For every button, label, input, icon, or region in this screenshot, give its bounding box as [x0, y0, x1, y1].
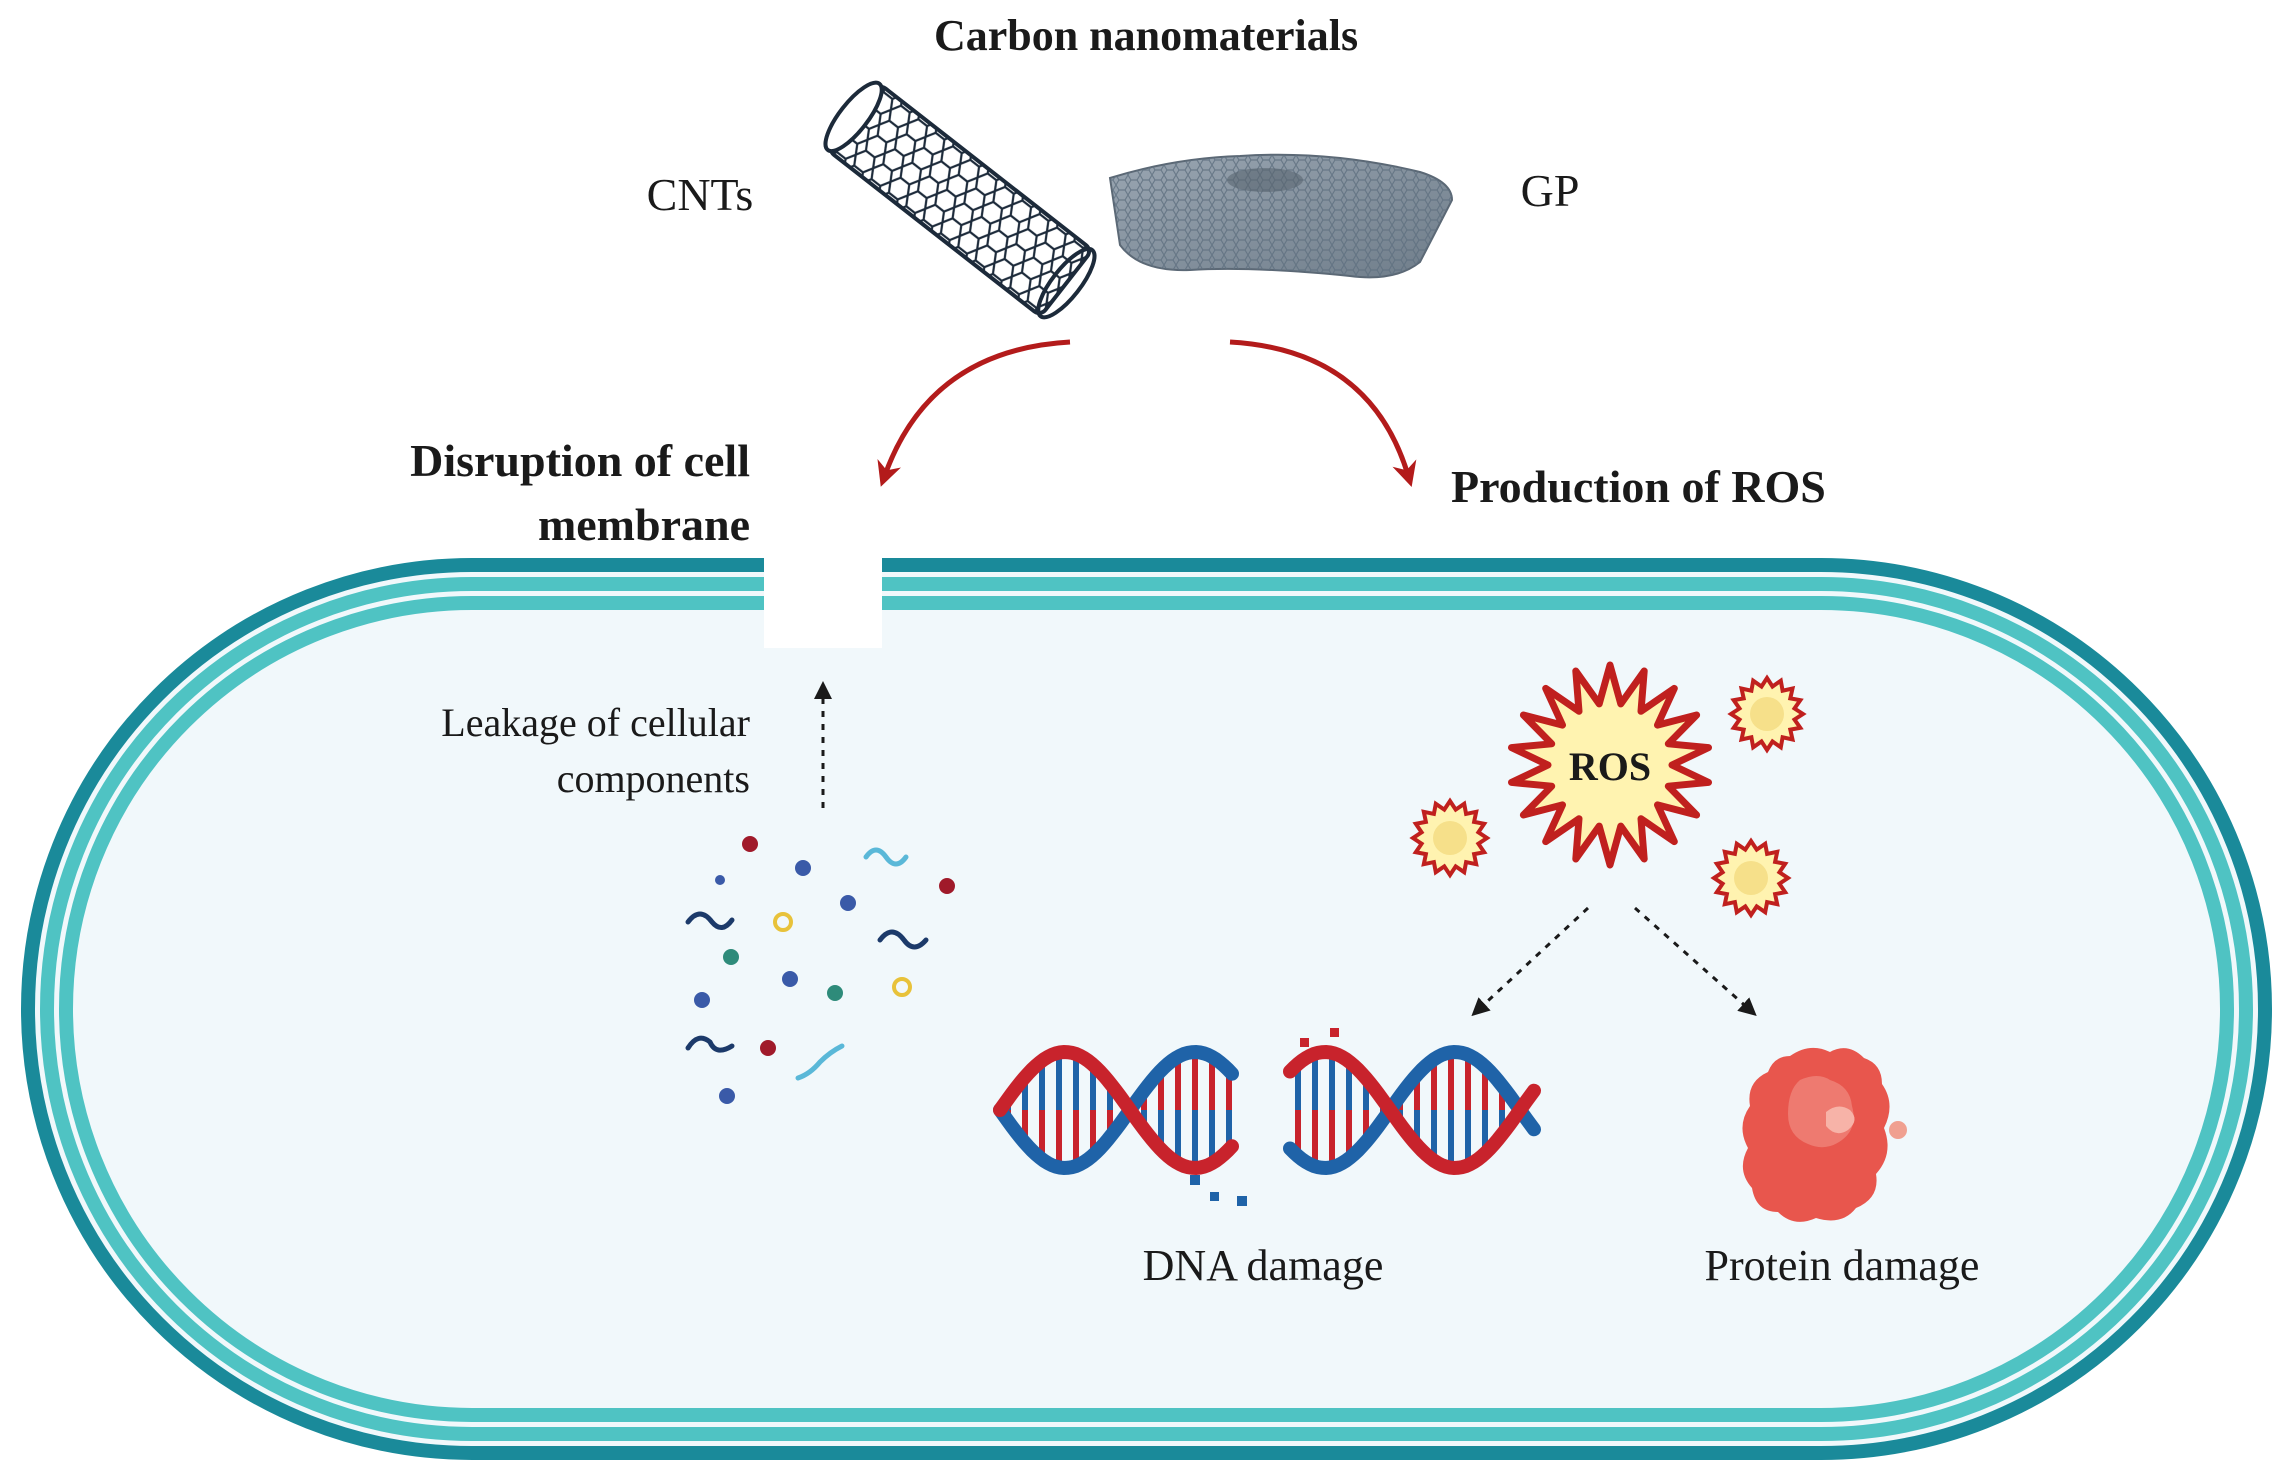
ros-star-icon	[1508, 661, 1712, 869]
membrane-disruption-label-line2: membrane	[538, 499, 750, 550]
membrane-disruption-label-line1: Disruption of cell	[410, 435, 750, 486]
cellular-components	[685, 836, 955, 1104]
component-dot	[742, 836, 758, 852]
graphene-sheet-icon	[1108, 153, 1454, 279]
dna-strand	[1283, 1044, 1541, 1176]
dna-helix-icon	[993, 1044, 1541, 1176]
component-dot	[939, 878, 955, 894]
ros-burst: ROS	[1508, 661, 1712, 869]
cnt-label: CNTs	[647, 169, 754, 220]
bacterial-cell	[21, 548, 2272, 1460]
leakage-label-line1: Leakage of cellular	[441, 700, 750, 745]
component-dot	[723, 949, 739, 965]
component-dot	[795, 860, 811, 876]
component-strand	[863, 847, 909, 867]
component-dot	[827, 985, 843, 1001]
component-dot	[719, 1088, 735, 1104]
leakage-label-line2: components	[557, 756, 750, 801]
component-dot	[892, 977, 912, 997]
component-strand	[685, 911, 735, 930]
protein-damage-label: Protein damage	[1705, 1241, 1980, 1290]
ros-particles	[1409, 674, 1807, 919]
damaged-protein-icon	[1742, 1047, 1907, 1222]
dna-strand	[993, 1044, 1239, 1176]
ros-badge-label: ROS	[1569, 744, 1651, 789]
component-strand	[795, 1043, 845, 1081]
gp-label: GP	[1521, 165, 1580, 216]
component-dot	[840, 895, 856, 911]
component-dot	[715, 875, 725, 885]
ros-production-label: Production of ROS	[1451, 461, 1826, 512]
carbon-nanotube-icon	[823, 80, 1097, 320]
ros-particle-icon	[1727, 674, 1807, 754]
membrane-gap	[764, 548, 882, 648]
dna-strand	[1283, 1044, 1541, 1176]
membrane-disruption-arrow	[877, 339, 1071, 487]
dna-damage-label: DNA damage	[1143, 1241, 1384, 1290]
component-strand	[877, 929, 929, 950]
diagram-title: Carbon nanomaterials	[934, 11, 1358, 60]
ros-particle-icon	[1710, 837, 1792, 919]
dna-fragments	[1190, 1028, 1339, 1206]
component-dot	[773, 912, 793, 932]
ros-production-arrow	[1229, 339, 1417, 487]
component-dot	[782, 971, 798, 987]
component-dot	[694, 992, 710, 1008]
component-dot	[760, 1040, 776, 1056]
component-strand	[685, 1035, 735, 1053]
ros-particle-icon	[1409, 797, 1491, 879]
dna-strand	[993, 1044, 1239, 1176]
